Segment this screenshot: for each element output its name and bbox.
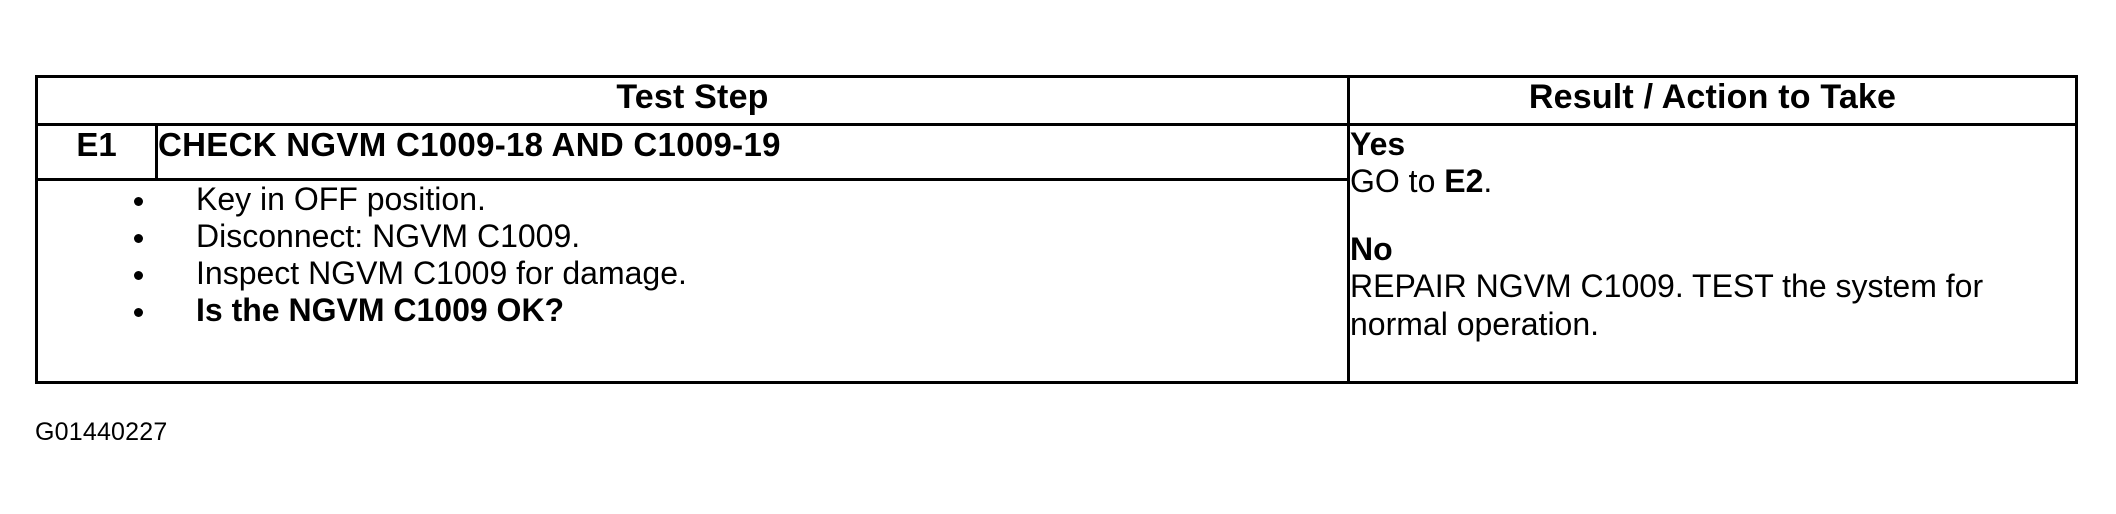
- result-block-yes: Yes GO to E2.: [1350, 126, 2075, 201]
- result-action-yes-suffix: .: [1483, 163, 1493, 200]
- table-row: E1 CHECK NGVM C1009-18 AND C1009-19 Yes …: [35, 123, 2078, 384]
- column-header-result-action: Result / Action to Take: [1347, 75, 2078, 126]
- step-instructions-cell: Key in OFF position. Disconnect: NGVM C1…: [35, 178, 1350, 384]
- bullet-dot-icon: [134, 197, 143, 206]
- step-bullet-list: Key in OFF position. Disconnect: NGVM C1…: [38, 181, 1347, 329]
- bullet-dot-icon: [134, 308, 143, 318]
- pinpoint-test-table: Test Step Result / Action to Take E1 CHE…: [35, 75, 2078, 384]
- figure-reference-code: G01440227: [35, 418, 168, 446]
- list-item: Inspect NGVM C1009 for damage.: [134, 255, 1347, 292]
- list-item-label: Key in OFF position.: [196, 181, 486, 217]
- table-header-row: Test Step Result / Action to Take: [35, 75, 2078, 126]
- list-item-label: Is the NGVM C1009 OK?: [196, 292, 565, 329]
- result-action-yes-target: E2: [1444, 163, 1484, 200]
- result-action-yes-prefix: GO to: [1350, 163, 1445, 200]
- result-answer-no: No: [1350, 230, 1393, 267]
- result-answer-yes: Yes: [1350, 126, 1406, 162]
- result-action-yes: GO to E2.: [1350, 163, 2040, 200]
- list-item-label: Disconnect: NGVM C1009.: [196, 218, 581, 255]
- column-header-test-step: Test Step: [35, 75, 1350, 126]
- result-action-no: REPAIR NGVM C1009. TEST the system for n…: [1350, 268, 2040, 343]
- table-row: Key in OFF position. Disconnect: NGVM C1…: [35, 178, 2077, 384]
- result-action-cell: Yes GO to E2. No REPAIR NGVM C1009. TEST…: [1347, 123, 2078, 384]
- list-item: Is the NGVM C1009 OK?: [134, 292, 1347, 329]
- result-block-no: No REPAIR NGVM C1009. TEST the system fo…: [1350, 231, 2075, 343]
- list-item-label: Inspect NGVM C1009 for damage.: [196, 255, 687, 292]
- step-title-cell: CHECK NGVM C1009-18 AND C1009-19: [155, 123, 1350, 181]
- list-item: Key in OFF position.: [134, 181, 1347, 218]
- bullet-dot-icon: [134, 234, 143, 244]
- result-action-no-prefix: REPAIR NGVM C1009. TEST the system for n…: [1350, 268, 1984, 342]
- list-item: Disconnect: NGVM C1009.: [134, 218, 1347, 255]
- step-id-cell: E1: [35, 123, 158, 181]
- bullet-dot-icon: [134, 271, 143, 281]
